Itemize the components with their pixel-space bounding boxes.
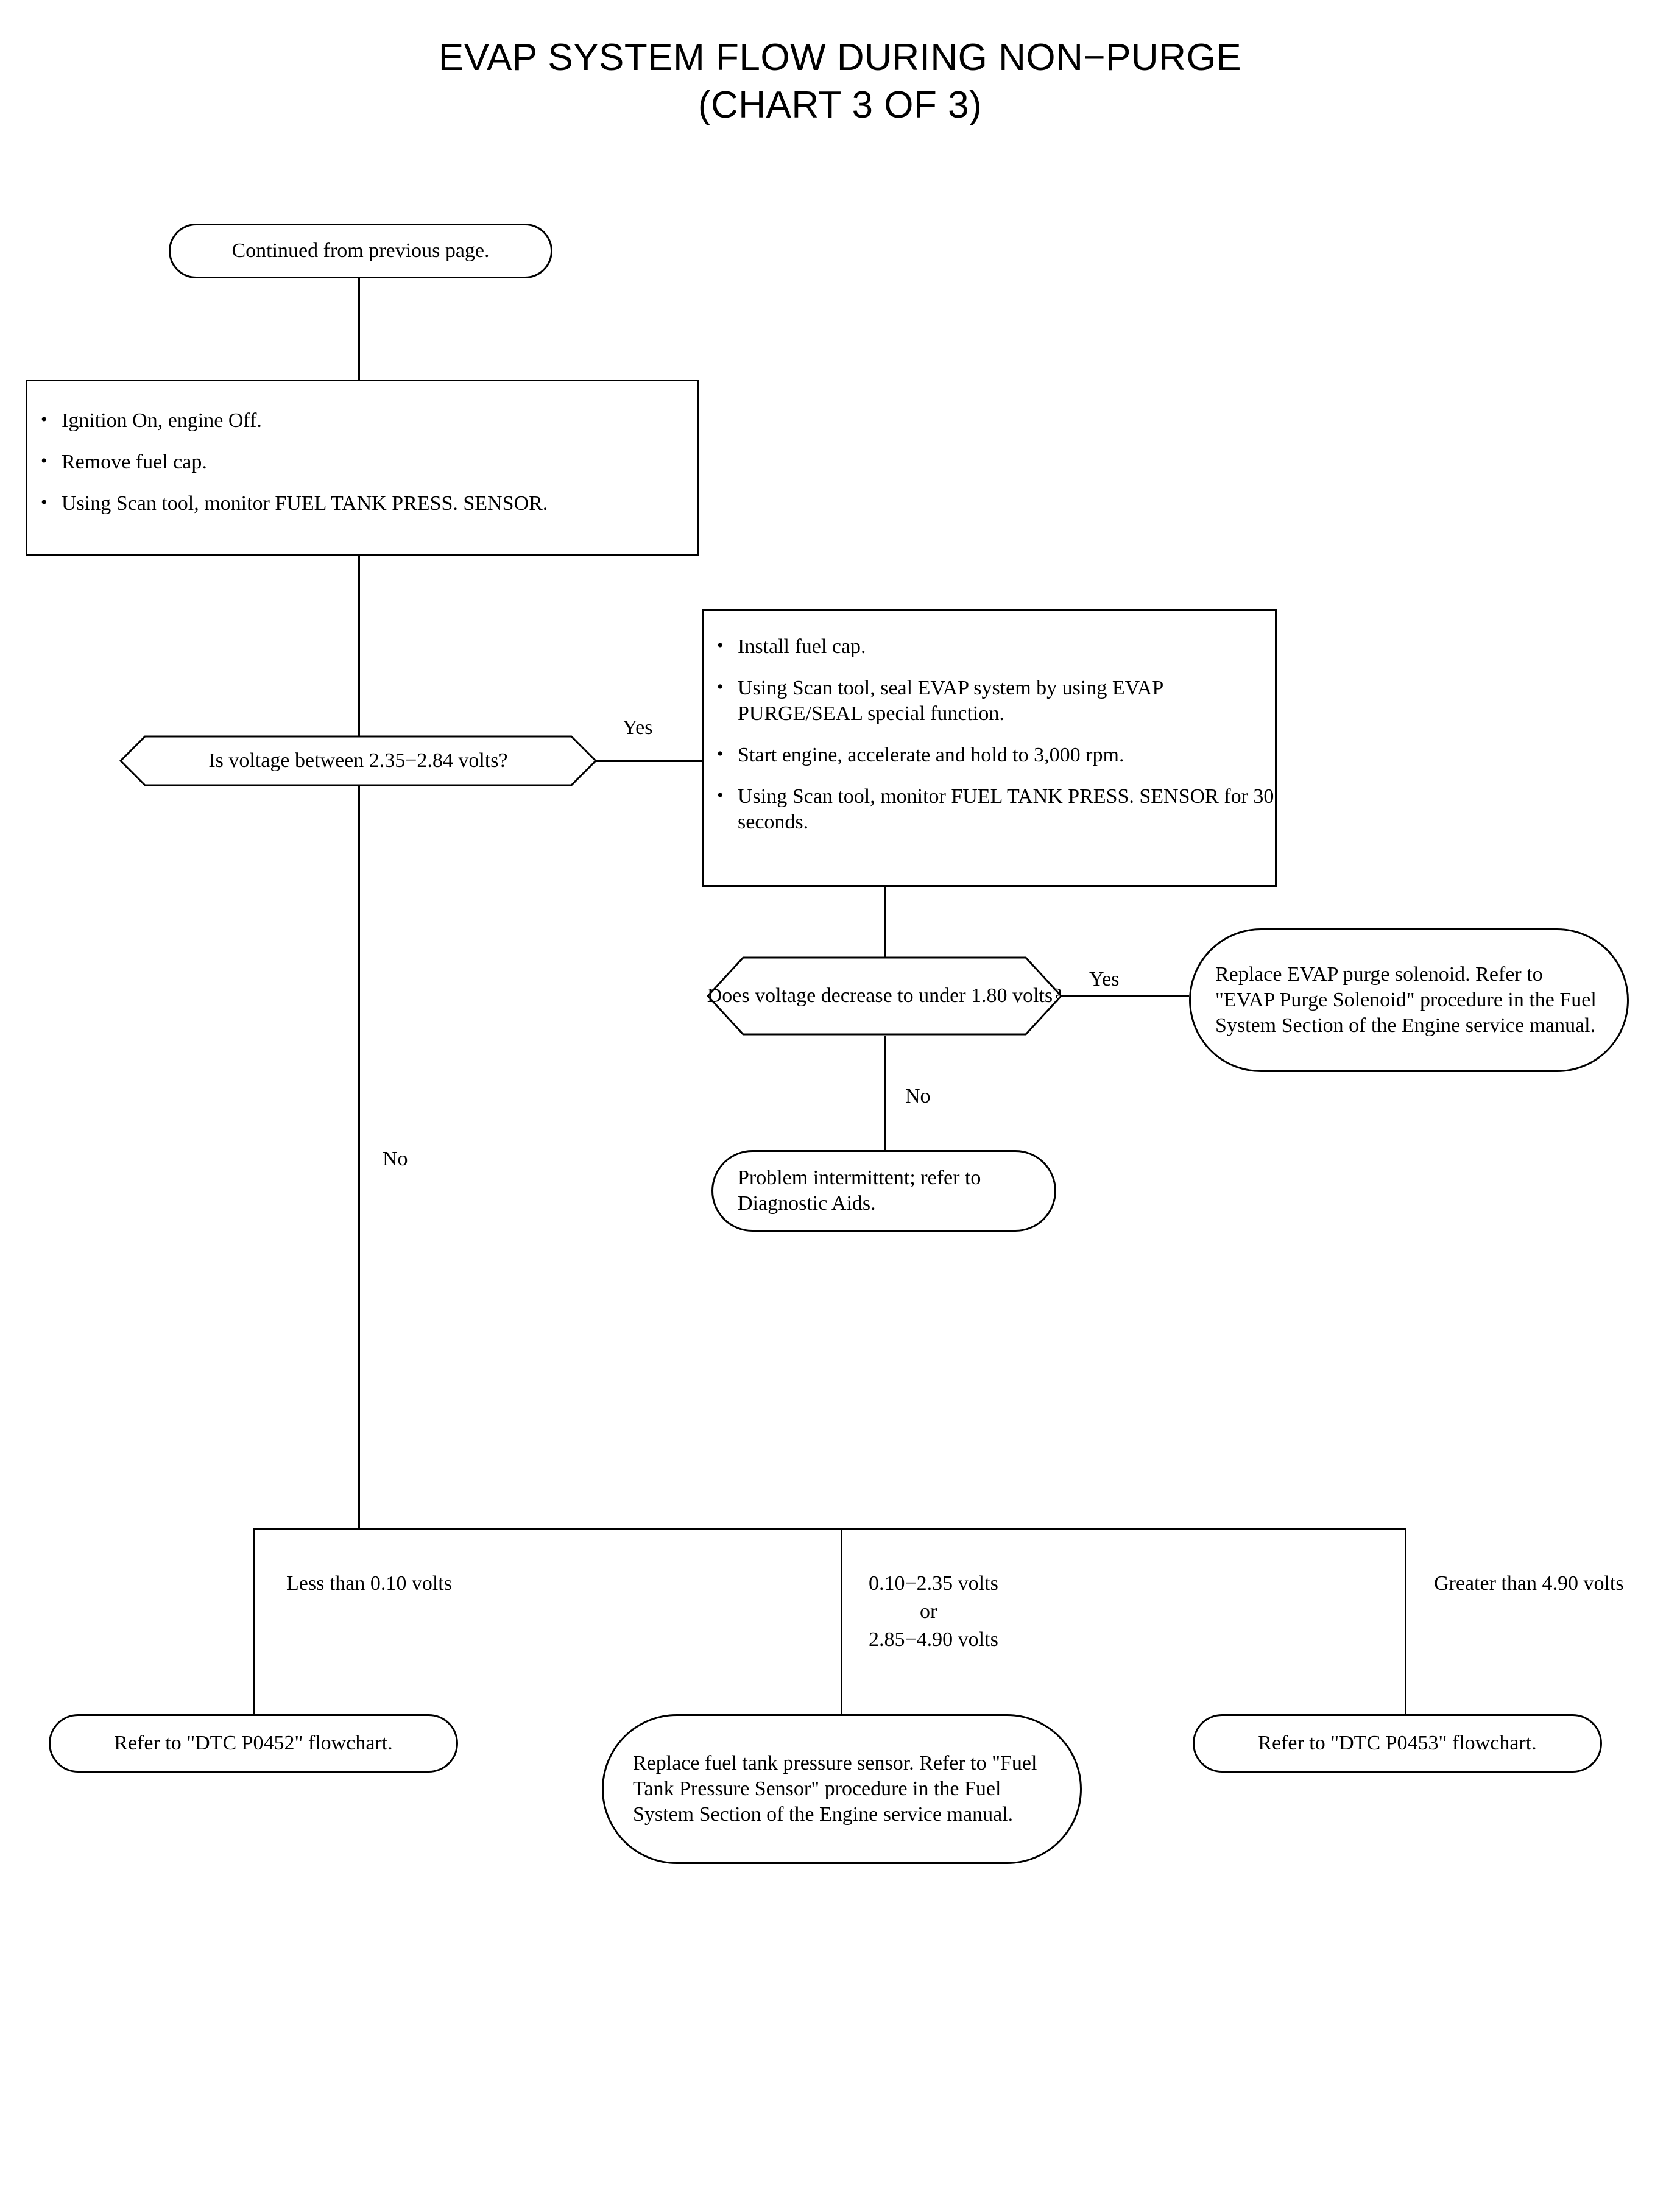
- node-replace-fuel-tank-pressure-sensor: Replace fuel tank pressure sensor. Refer…: [602, 1714, 1082, 1864]
- node-decision1: Is voltage between 2.35−2.84 volts?: [119, 735, 597, 786]
- node-step1-bullet-2: Using Scan tool, monitor FUEL TANK PRESS…: [27, 490, 697, 517]
- connector-branch-bus: [253, 1528, 1406, 1530]
- page-title-line1: EVAP SYSTEM FLOW DURING NON−PURGE: [438, 37, 1242, 79]
- node-decision2-label: Does voltage decrease to under 1.80 volt…: [707, 984, 1062, 1007]
- node-step2-bullets: Install fuel cap. Using Scan tool, seal …: [704, 633, 1275, 835]
- edge-label-no-1: No: [383, 1148, 408, 1170]
- page-title-line2: (CHART 3 OF 3): [697, 84, 983, 126]
- connector-decision2-no: [884, 1036, 886, 1150]
- edge-label-branch-high: Greater than 4.90 volts: [1434, 1572, 1624, 1595]
- node-step2-box: Install fuel cap. Using Scan tool, seal …: [702, 609, 1277, 887]
- node-step1-bullet-0: Ignition On, engine Off.: [27, 407, 697, 434]
- node-continued-from-previous-page: Continued from previous page.: [169, 224, 552, 278]
- node-step1-box: Ignition On, engine Off. Remove fuel cap…: [26, 380, 699, 556]
- node-problem-intermittent-label: Problem intermittent; refer to Diagnosti…: [738, 1167, 981, 1215]
- connector-continued-to-step1: [358, 278, 360, 380]
- node-continued-label: Continued from previous page.: [231, 239, 490, 262]
- edge-label-branch-low: Less than 0.10 volts: [286, 1572, 452, 1595]
- edge-label-yes-1: Yes: [623, 716, 653, 739]
- node-step2-bullet-0: Install fuel cap.: [704, 633, 1275, 660]
- edge-label-yes-2: Yes: [1089, 968, 1120, 990]
- connector-step2-to-decision2: [884, 887, 886, 982]
- node-dtc-p0452-label: Refer to "DTC P0452" flowchart.: [114, 1732, 393, 1754]
- node-step2-bullet-2: Start engine, accelerate and hold to 3,0…: [704, 741, 1275, 768]
- node-step1-bullet-1: Remove fuel cap.: [27, 448, 697, 475]
- connector-decision1-yes: [596, 760, 702, 762]
- node-dtc-p0452: Refer to "DTC P0452" flowchart.: [49, 1714, 458, 1773]
- edge-label-branch-mid-2: or: [920, 1600, 937, 1623]
- edge-label-branch-mid-3: 2.85−4.90 volts: [869, 1628, 998, 1651]
- connector-branch-mid-drop: [841, 1528, 842, 1714]
- node-replace-purge-solenoid: Replace EVAP purge solenoid. Refer to "E…: [1189, 928, 1629, 1072]
- node-step2-bullet-1: Using Scan tool, seal EVAP system by usi…: [704, 674, 1275, 727]
- node-step1-bullets: Ignition On, engine Off. Remove fuel cap…: [27, 407, 697, 517]
- connector-branch-left-drop: [253, 1528, 255, 1714]
- node-replace-purge-solenoid-label: Replace EVAP purge solenoid. Refer to "E…: [1215, 963, 1597, 1037]
- node-dtc-p0453-label: Refer to "DTC P0453" flowchart.: [1258, 1732, 1537, 1754]
- edge-label-no-2: No: [905, 1085, 931, 1107]
- connector-step1-to-decision1: [358, 556, 360, 761]
- connector-decision2-yes: [1061, 995, 1189, 997]
- node-decision2: Does voltage decrease to under 1.80 volt…: [707, 956, 1062, 1036]
- edge-label-branch-mid-1: 0.10−2.35 volts: [869, 1572, 998, 1595]
- node-problem-intermittent: Problem intermittent; refer to Diagnosti…: [711, 1150, 1056, 1232]
- node-dtc-p0453: Refer to "DTC P0453" flowchart.: [1193, 1714, 1602, 1773]
- connector-decision1-no: [358, 786, 360, 1529]
- node-decision1-label: Is voltage between 2.35−2.84 volts?: [208, 749, 508, 772]
- node-step2-bullet-3: Using Scan tool, monitor FUEL TANK PRESS…: [704, 783, 1275, 835]
- node-replace-sensor-label: Replace fuel tank pressure sensor. Refer…: [633, 1752, 1037, 1826]
- connector-branch-right-drop: [1405, 1528, 1406, 1714]
